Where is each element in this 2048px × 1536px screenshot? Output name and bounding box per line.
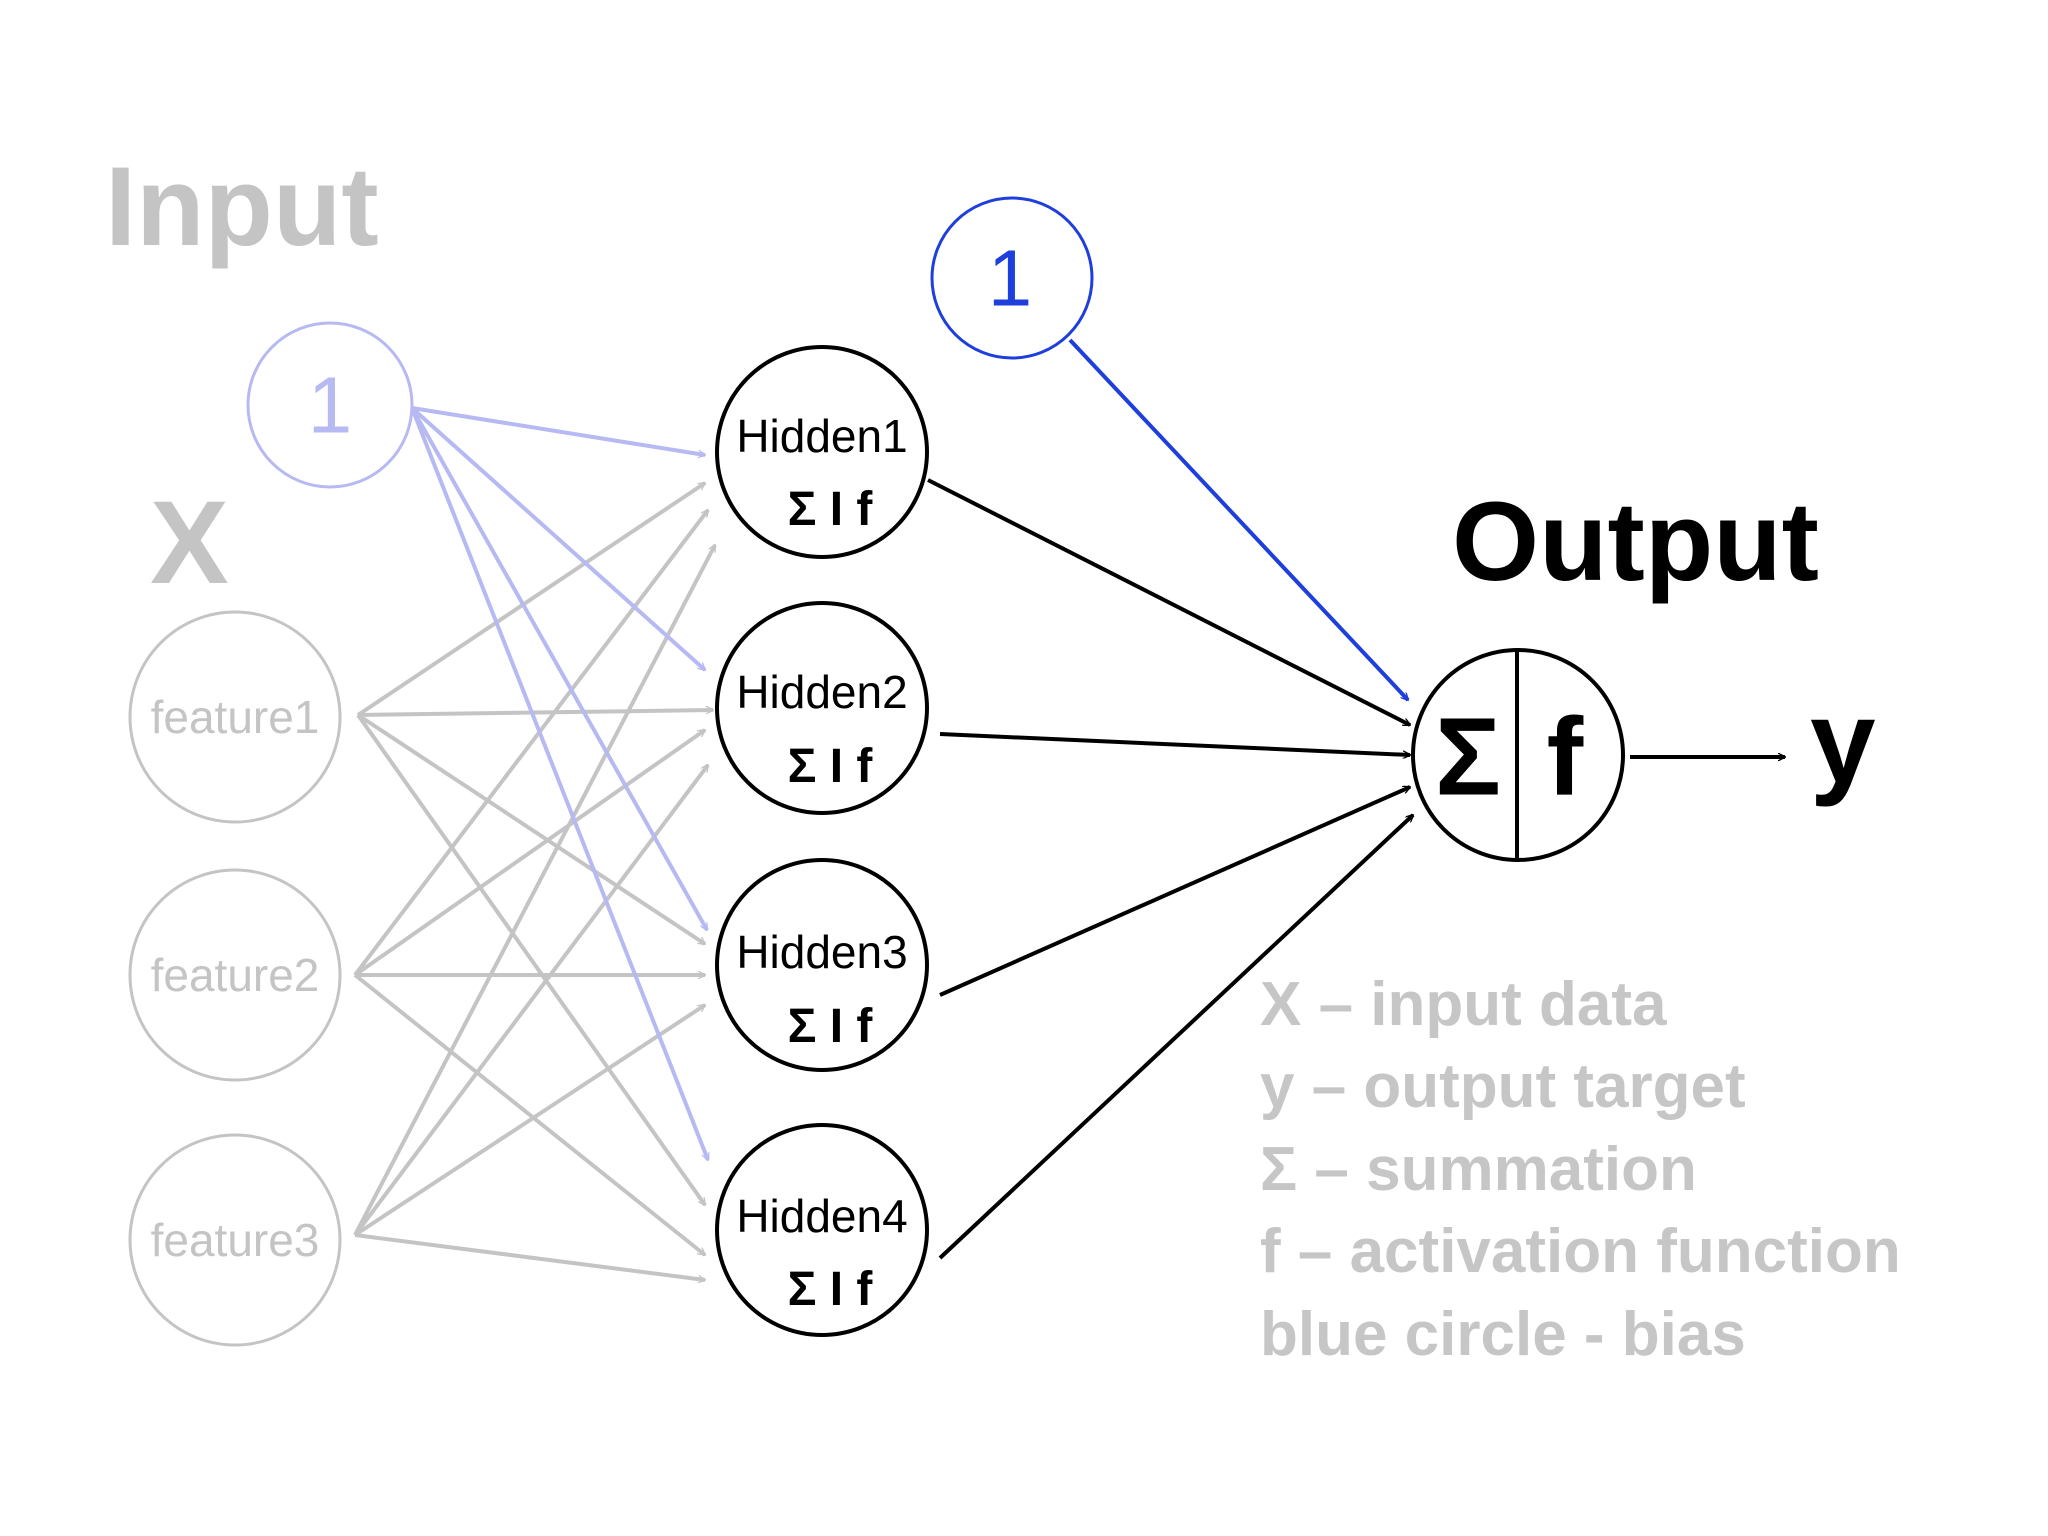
feature-label: feature2 <box>151 949 320 1001</box>
legend-item: Σ – summation <box>1260 1135 1697 1204</box>
y-symbol: y <box>1810 676 1876 808</box>
edge-feature3-hidden2 <box>353 765 710 1237</box>
x-symbol: X <box>150 477 229 609</box>
input-bias-node: 1 <box>246 321 414 489</box>
hidden-label: Hidden4 <box>736 1190 907 1242</box>
hidden-node-4: Hidden4 Σ I f <box>715 1123 929 1337</box>
hidden-output-connections <box>927 478 1413 1260</box>
hidden-ops: Σ I f <box>788 1263 874 1316</box>
edge-bias-hidden4 <box>410 407 710 1160</box>
edge-feature2-hidden1 <box>353 510 710 977</box>
output-bias-label: 1 <box>988 234 1033 323</box>
edge-feature1-hidden2 <box>357 710 713 717</box>
hidden-node-2: Hidden2 Σ I f <box>715 601 929 815</box>
hidden-node-1: Hidden1 Σ I f <box>715 345 929 559</box>
hidden-label: Hidden2 <box>736 666 907 718</box>
legend-item: blue circle - bias <box>1260 1300 1746 1369</box>
edge-feature2-hidden2 <box>353 728 705 977</box>
edge-hidden2-output <box>939 732 1410 755</box>
output-bias-node: 1 <box>930 196 1094 360</box>
edge-feature2-hidden4 <box>353 973 705 1257</box>
legend-item: f – activation function <box>1260 1217 1901 1286</box>
legend: X – input data y – output target Σ – sum… <box>1260 970 1901 1369</box>
edge-output-bias <box>1068 338 1408 700</box>
feature-node-2: feature2 <box>128 868 342 1082</box>
hidden-label: Hidden1 <box>736 410 907 462</box>
feature-node-3: feature3 <box>128 1133 342 1347</box>
hidden-ops: Σ I f <box>788 740 874 793</box>
edge-hidden4-output <box>938 815 1413 1260</box>
edge-feature3-hidden3 <box>353 1003 705 1237</box>
output-activation-symbol: f <box>1547 696 1584 819</box>
feature-connections <box>353 481 717 1280</box>
input-bias-label: 1 <box>308 361 353 450</box>
legend-item: X – input data <box>1260 970 1667 1039</box>
output-node: Σ f <box>1411 648 1625 862</box>
edge-bias-hidden2 <box>410 406 705 672</box>
hidden-label: Hidden3 <box>736 926 907 978</box>
input-title: Input <box>105 144 379 269</box>
input-bias-connections <box>410 406 710 1160</box>
edge-feature3-hidden1 <box>353 545 717 1236</box>
edge-feature1-hidden4 <box>356 713 707 1205</box>
edge-hidden3-output <box>939 785 1410 997</box>
hidden-ops: Σ I f <box>788 1000 874 1053</box>
edge-hidden1-output <box>927 478 1410 727</box>
hidden-node-3: Hidden3 Σ I f <box>715 858 929 1072</box>
edge-feature3-hidden4 <box>354 1233 705 1280</box>
edge-feature1-hidden3 <box>356 713 705 946</box>
edge-bias-hidden3 <box>410 407 709 930</box>
feature-node-1: feature1 <box>128 610 342 824</box>
legend-item: y – output target <box>1260 1052 1746 1121</box>
output-sum-symbol: Σ <box>1435 696 1501 819</box>
hidden-ops: Σ I f <box>788 483 874 536</box>
feature-label: feature1 <box>151 691 320 743</box>
edge-bias-hidden1 <box>411 406 705 455</box>
edge-feature1-hidden1 <box>356 481 705 717</box>
feature-label: feature3 <box>151 1214 320 1266</box>
output-title: Output <box>1452 479 1819 604</box>
